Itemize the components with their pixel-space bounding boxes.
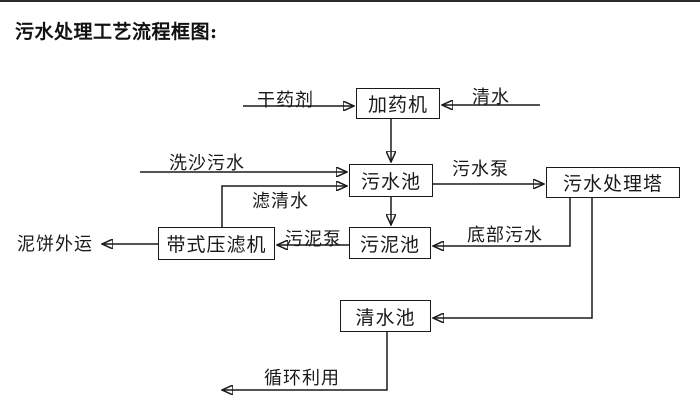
node-sludge-pool-label: 污泥池 bbox=[359, 234, 420, 256]
edge-label-filtered-water: 滤清水 bbox=[252, 191, 309, 211]
node-clean-water-pool-label: 清水池 bbox=[355, 307, 416, 329]
edge-bottom-sewage-arrow bbox=[433, 198, 571, 246]
edge-recycle-arrow bbox=[222, 332, 388, 390]
edge-label-clean-water: 清水 bbox=[472, 87, 510, 107]
edge-label-mud-cake-outbound: 泥饼外运 bbox=[17, 234, 93, 254]
page-title: 污水处理工艺流程框图: bbox=[15, 21, 218, 43]
edge-label-sewage-pump: 污水泵 bbox=[452, 159, 509, 179]
node-dosing-machine-label: 加药机 bbox=[367, 95, 428, 116]
node-dosing-machine: 加药机 bbox=[356, 88, 440, 119]
edge-label-recycle-use: 循环利用 bbox=[264, 368, 340, 388]
edge-label-sludge-pump: 污泥泵 bbox=[285, 229, 342, 249]
edge-tower-to-clean-arrow bbox=[433, 198, 593, 318]
edge-label-sand-washing-sewage: 洗沙污水 bbox=[169, 153, 245, 173]
page-top-border bbox=[0, 0, 700, 2]
node-belt-filter-press-label: 带式压滤机 bbox=[166, 235, 267, 256]
node-sewage-pool-label: 污水池 bbox=[360, 172, 421, 193]
edge-label-bottom-sewage: 底部污水 bbox=[467, 225, 543, 245]
node-belt-filter-press: 带式压滤机 bbox=[158, 227, 275, 260]
node-clean-water-pool: 清水池 bbox=[340, 300, 431, 332]
node-sewage-treatment-tower-label: 污水处理塔 bbox=[562, 174, 663, 195]
edge-label-dry-agent: 干药剂 bbox=[257, 90, 314, 110]
node-sewage-pool: 污水池 bbox=[349, 164, 433, 197]
node-sewage-treatment-tower: 污水处理塔 bbox=[546, 167, 680, 198]
node-sludge-pool: 污泥池 bbox=[349, 227, 431, 259]
edge-filtered-water-arrow bbox=[221, 186, 347, 227]
